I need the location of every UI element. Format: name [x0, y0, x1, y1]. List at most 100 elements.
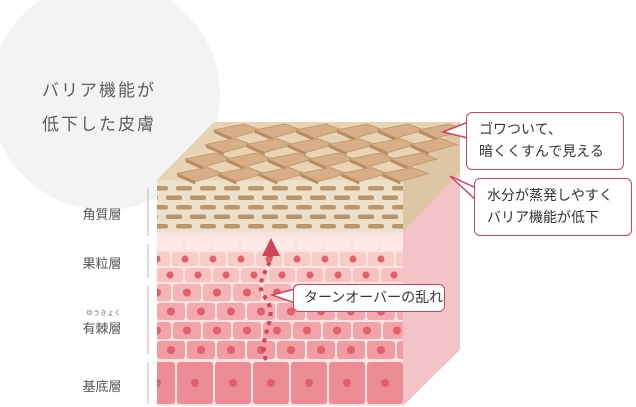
- cell-nucleus: [194, 271, 202, 279]
- cell-nucleus: [321, 255, 329, 263]
- callout-rough-line1: ゴワついて、: [479, 122, 562, 138]
- corneum-brick: [214, 195, 230, 200]
- label-stratum-spinosum: 有棘層: [82, 322, 122, 337]
- corneum-brick: [224, 205, 240, 210]
- epidermis-cell: [157, 252, 170, 266]
- diagram-title-line2: 低下した皮膚: [42, 115, 156, 135]
- epidermis-cell: [241, 236, 267, 250]
- cell-nucleus: [287, 346, 295, 354]
- label-stratum-spinosum-ruby: ゆうきょく: [86, 309, 121, 317]
- callout-moisture: 水分が蒸発しやすく バリア機能が低下: [474, 178, 632, 236]
- cell-nucleus: [393, 326, 401, 335]
- callout-turnover-text: ターンオーバーの乱れ: [304, 290, 444, 306]
- corneum-brick: [272, 205, 288, 210]
- cell-nucleus: [157, 326, 161, 335]
- cell-nucleus: [347, 346, 355, 354]
- cell-nucleus: [227, 346, 235, 354]
- corneum-brick: [272, 224, 288, 229]
- corneum-brick: [368, 186, 384, 191]
- corneum-bricks: [157, 186, 403, 229]
- corneum-brick: [296, 224, 312, 229]
- corneum-brick: [392, 186, 403, 191]
- cell-nucleus: [197, 346, 205, 354]
- corneum-brick: [224, 224, 240, 229]
- skin-scale-edge: [378, 130, 396, 141]
- corneum-brick: [272, 186, 288, 191]
- corneum-brick: [166, 214, 182, 219]
- corneum-brick: [344, 205, 360, 210]
- corneum-brick: [190, 195, 206, 200]
- cell-nucleus: [334, 271, 342, 279]
- epidermis-cell: [157, 362, 175, 404]
- skin-scale-edge: [410, 144, 429, 156]
- corneum-brick: [358, 214, 374, 219]
- corneum-brick: [358, 195, 374, 200]
- corneum-brick: [238, 214, 254, 219]
- cell-nucleus: [167, 346, 175, 354]
- cell-nucleus: [349, 255, 357, 263]
- cell-nucleus: [243, 288, 251, 297]
- corneum-brick: [334, 195, 350, 200]
- corneum-brick: [176, 205, 192, 210]
- callout-moisture-line2: バリア機能が低下: [487, 210, 599, 226]
- epidermis-cell: [157, 322, 171, 339]
- cell-nucleus: [183, 288, 191, 297]
- corneum-brick: [224, 186, 240, 191]
- skin-scale-edge: [226, 159, 245, 170]
- corneum-brick: [320, 205, 336, 210]
- cell-nucleus: [237, 255, 245, 263]
- corneum-brick: [262, 195, 278, 200]
- side-face: [403, 0, 460, 406]
- skin-scale: [409, 137, 459, 154]
- side-cell: [405, 0, 416, 10]
- skin-scale-edge: [296, 130, 314, 141]
- callout-moisture-line1: 水分が蒸発しやすく: [487, 188, 613, 204]
- cell-nucleus: [157, 288, 161, 297]
- cell-nucleus: [227, 307, 235, 316]
- corneum-brick: [344, 186, 360, 191]
- diagram-title-line1: バリア機能が: [42, 81, 156, 101]
- corneum-brick: [248, 205, 264, 210]
- corneum-brick: [296, 205, 312, 210]
- corneum-brick: [334, 214, 350, 219]
- cell-nucleus: [157, 379, 161, 387]
- corneum-brick: [238, 195, 254, 200]
- cell-nucleus: [213, 326, 221, 335]
- skin-scale-edge: [177, 173, 196, 185]
- skin-scale-edge: [382, 173, 401, 185]
- corneum-brick: [190, 214, 206, 219]
- skin-scale-edge: [205, 144, 224, 156]
- skin-scale-edge: [390, 159, 409, 170]
- epidermis-cell: [157, 236, 183, 250]
- corneum-brick: [286, 214, 302, 219]
- cell-nucleus: [181, 255, 189, 263]
- skin-scale-edge: [349, 159, 368, 170]
- skin-scale-edge: [337, 130, 355, 141]
- skin-scale-edge: [369, 144, 388, 156]
- cell-nucleus: [166, 271, 174, 279]
- cell-nucleus: [381, 379, 389, 387]
- skin-scale-edge: [287, 144, 306, 156]
- cell-nucleus: [363, 326, 371, 335]
- epidermis-cell: [269, 236, 295, 250]
- corneum-brick: [286, 195, 302, 200]
- skin-scale-edge: [246, 144, 265, 156]
- cell-nucleus: [303, 326, 311, 335]
- cell-nucleus: [293, 255, 301, 263]
- side-corneum-band: [403, 122, 460, 232]
- epidermis-cell: [185, 236, 211, 250]
- cell-nucleus: [306, 271, 314, 279]
- label-stratum-granulosum: 果粒層: [82, 257, 122, 272]
- corneum-brick: [157, 186, 168, 191]
- side-cells: [405, 0, 458, 10]
- cell-nucleus: [213, 288, 221, 297]
- cell-nucleus: [183, 326, 191, 335]
- corneum-brick: [176, 186, 192, 191]
- corneum-brick: [320, 224, 336, 229]
- corneum-brick: [200, 224, 216, 229]
- cell-nucleus: [222, 271, 230, 279]
- skin-scale-edge: [214, 130, 232, 141]
- corneum-brick: [392, 224, 403, 229]
- cell-nucleus: [377, 255, 385, 263]
